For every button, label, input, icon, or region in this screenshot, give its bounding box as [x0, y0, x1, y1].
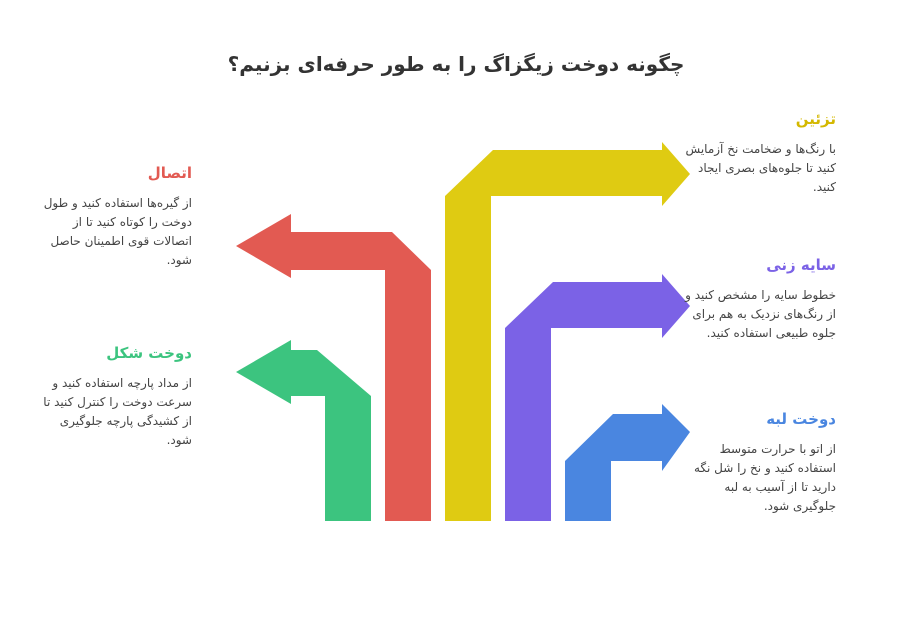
step-heading: سایه زنی: [766, 256, 836, 274]
arrow-decoration: [445, 142, 690, 521]
arrow-edge-stitch: [565, 404, 690, 521]
step-shading: سایه زنی خطوط سایه را مشخص کنید و از رنگ…: [680, 256, 836, 343]
step-description: خطوط سایه را مشخص کنید و از رنگ‌های نزدی…: [685, 288, 836, 340]
step-shape-stitch: دوخت شکل از مداد پارچه استفاده کنید و سر…: [38, 344, 192, 450]
page-title: چگونه دوخت زیگزاگ را به طور حرفه‌ای بزنی…: [227, 52, 685, 76]
step-description: از اتو با حرارت متوسط استفاده کنید و نخ …: [693, 442, 836, 513]
arrow-shading: [505, 274, 690, 521]
step-heading: دوخت لبه: [766, 410, 836, 428]
arrow-shape-stitch: [236, 340, 371, 521]
step-decoration: تزئین با رنگ‌ها و ضخامت نخ آزمایش کنید ت…: [680, 110, 836, 197]
step-description: با رنگ‌ها و ضخامت نخ آزمایش کنید تا جلوه…: [685, 142, 836, 194]
step-heading: اتصال: [147, 164, 192, 182]
arrow-joining: [236, 214, 431, 521]
step-heading: تزئین: [795, 110, 836, 128]
step-heading: دوخت شکل: [106, 344, 192, 362]
step-description: از گیره‌ها استفاده کنید و طول دوخت را کو…: [43, 196, 192, 267]
step-edge-stitch: دوخت لبه از اتو با حرارت متوسط استفاده ک…: [680, 410, 836, 516]
step-description: از مداد پارچه استفاده کنید و سرعت دوخت ر…: [43, 376, 192, 447]
step-joining: اتصال از گیره‌ها استفاده کنید و طول دوخت…: [38, 164, 192, 270]
